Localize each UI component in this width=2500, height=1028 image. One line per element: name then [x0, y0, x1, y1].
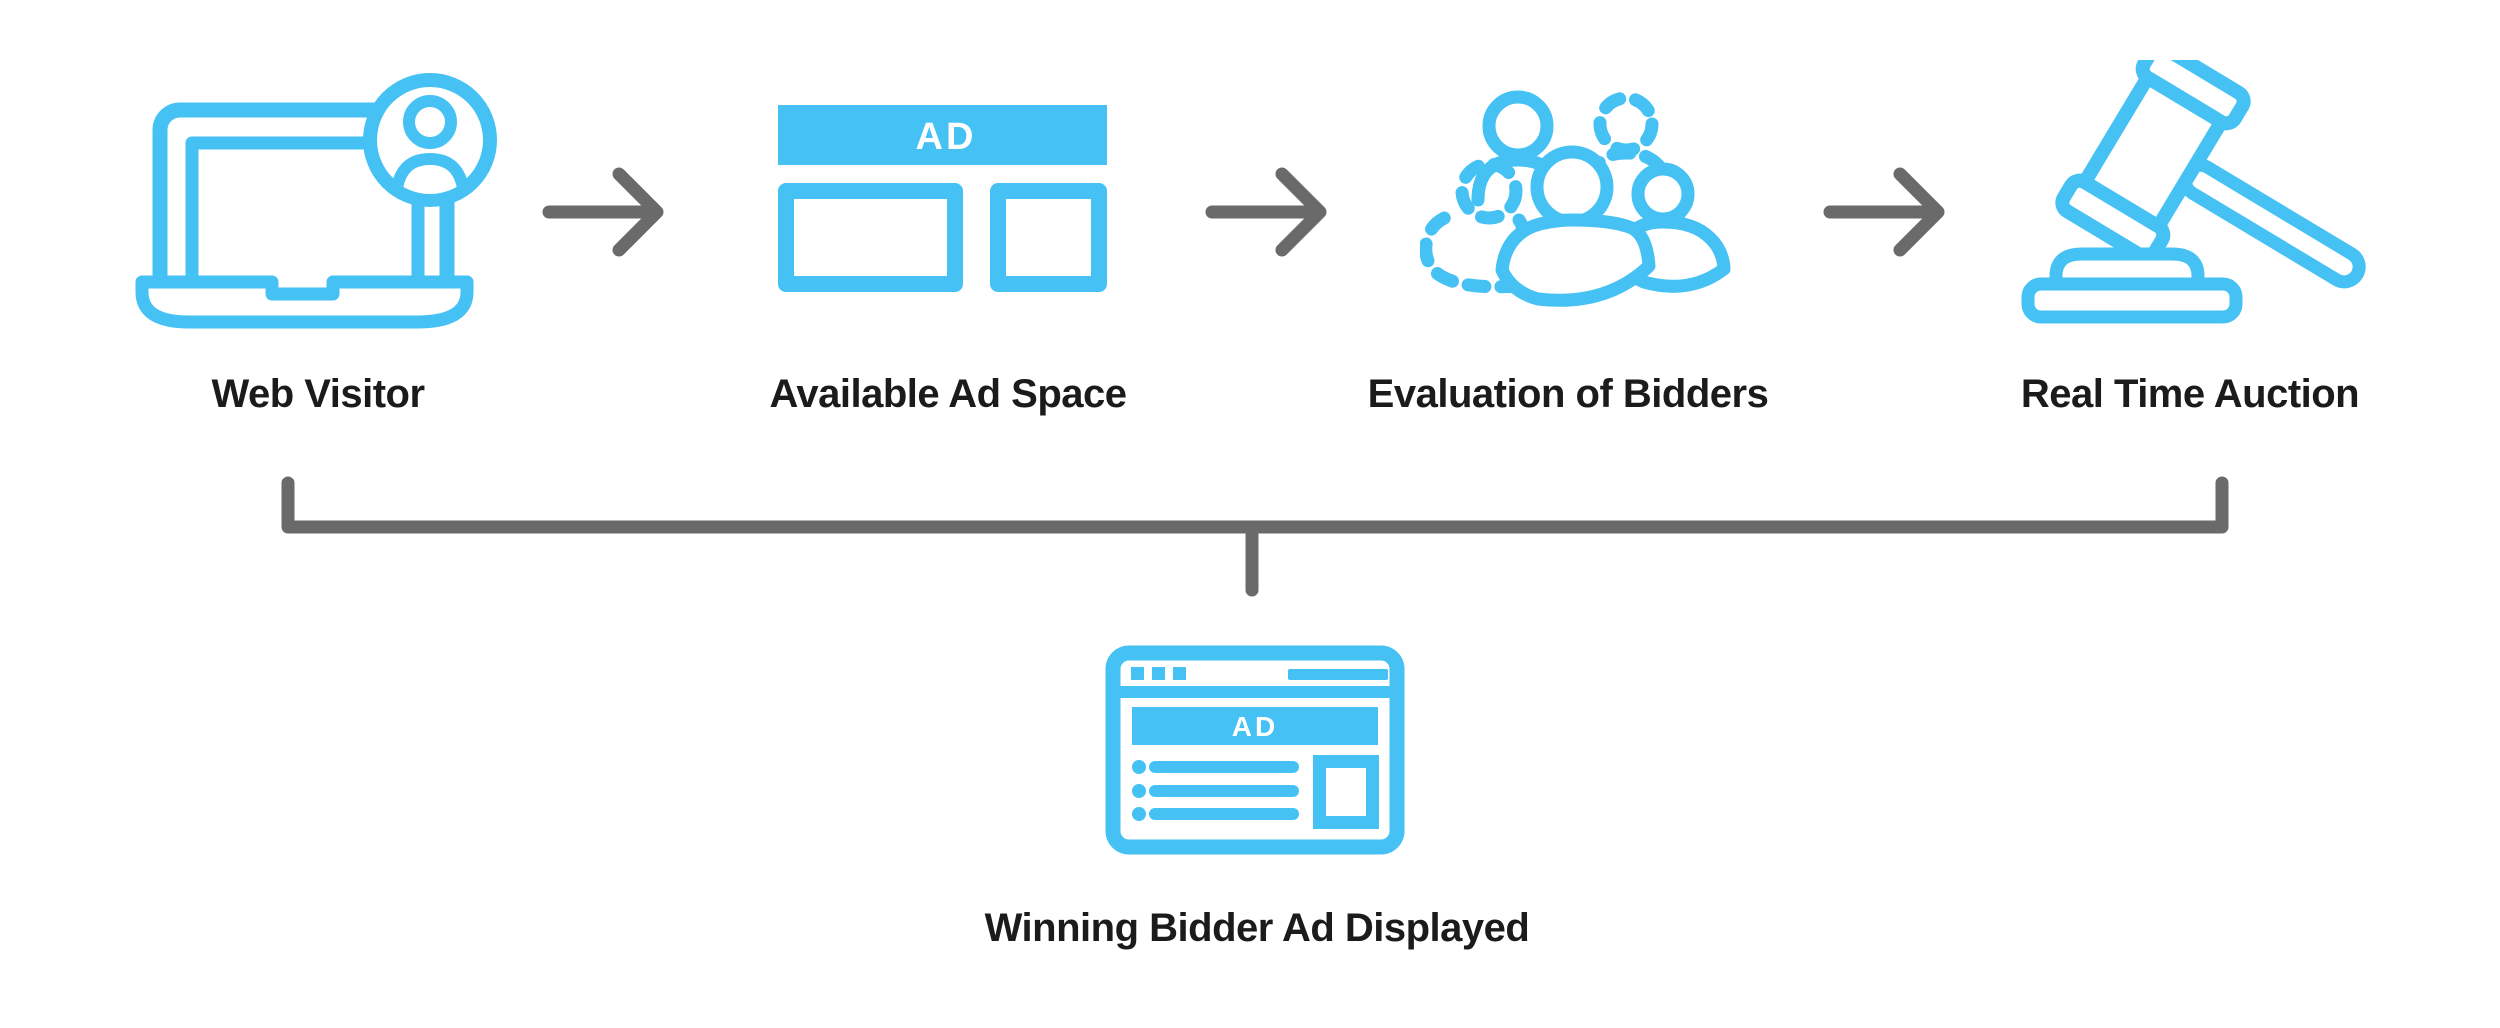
- bidder-person-main-icon: [1495, 145, 1656, 307]
- arrow-right-icon: [1205, 167, 1327, 257]
- step-label-bidders: Evaluation of Bidders: [1367, 372, 1769, 416]
- laptop-user-icon: [135, 73, 497, 329]
- browser-ad-icon: AD: [1105, 645, 1405, 855]
- laptop-base: [135, 275, 474, 329]
- step-label-ad-space: Available Ad Space: [769, 372, 1127, 416]
- browser-ad-banner-text: AD: [1232, 711, 1278, 742]
- gavel-handle: [2178, 158, 2366, 289]
- gavel-head: [2055, 60, 2366, 289]
- bidders-group-icon: [1420, 90, 1731, 307]
- browser-address-bar: [1288, 669, 1388, 680]
- browser-image-block: [1313, 755, 1379, 829]
- avatar-person-icon: [390, 95, 470, 194]
- browser-toolbar-buttons: [1131, 667, 1186, 680]
- ad-slot-left: [778, 183, 963, 292]
- ad-space-icon: AD: [778, 105, 1107, 292]
- arrow-right-icon: [542, 167, 664, 257]
- browser-ad-banner: [1132, 707, 1378, 745]
- step-label-auction: Real Time Auction: [2020, 372, 2360, 416]
- step-label-web-visitor: Web Visitor: [211, 372, 425, 416]
- result-label-winning-ad: Winning Bidder Ad Displayed: [984, 906, 1530, 950]
- ad-banner: [778, 105, 1107, 165]
- arrow-right-icon: [1823, 167, 1945, 257]
- ad-slot-right: [990, 183, 1107, 292]
- bracket-connector: [281, 476, 2229, 597]
- gavel-icon: [2021, 60, 2366, 324]
- ad-banner-text: AD: [916, 116, 977, 158]
- gavel-sound-block: [2021, 247, 2243, 324]
- browser-text-lines: [1132, 760, 1299, 821]
